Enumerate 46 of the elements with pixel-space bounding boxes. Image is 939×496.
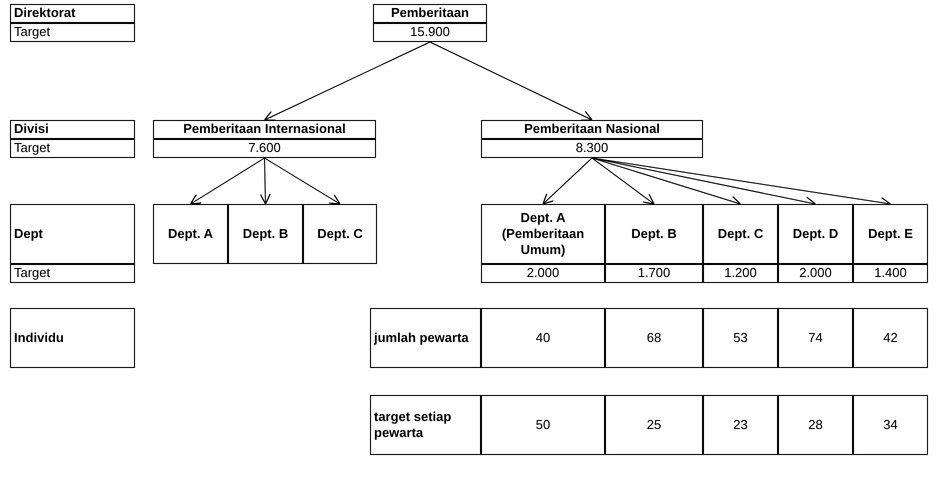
level-heading: Individu — [10, 308, 135, 368]
count-value: 25 — [605, 395, 703, 455]
count-value: 68 — [605, 308, 703, 368]
unit-name: Pemberitaan Internasional — [153, 120, 376, 139]
arrow — [430, 42, 593, 121]
unit-name: Dept. C — [303, 204, 377, 264]
unit-name: Pemberitaan — [373, 4, 487, 23]
arrow — [542, 158, 592, 205]
level-heading: jumlah pewarta — [370, 308, 481, 368]
count-value: 74 — [778, 308, 853, 368]
count-value: 34 — [853, 395, 928, 455]
target-value: 2.000 — [778, 264, 853, 283]
target-value: 1.400 — [853, 264, 928, 283]
unit-name: Dept. A (Pemberitaan Umum) — [481, 204, 605, 264]
arrow — [190, 158, 265, 205]
unit-name: Dept. C — [703, 204, 778, 264]
count-value: 23 — [703, 395, 778, 455]
target-value: 2.000 — [481, 264, 605, 283]
unit-name: Dept. D — [778, 204, 853, 264]
unit-name: Dept. E — [853, 204, 928, 264]
target-label: Target — [10, 139, 135, 158]
target-value: 7.600 — [153, 139, 376, 158]
unit-name: Dept. A — [153, 204, 228, 264]
count-value: 53 — [703, 308, 778, 368]
target-label: Target — [10, 23, 135, 42]
unit-name: Pemberitaan Nasional — [481, 120, 703, 139]
level-heading: Divisi — [10, 120, 135, 139]
target-value: 15.900 — [373, 23, 487, 42]
target-label: Target — [10, 264, 135, 283]
unit-name: Dept. B — [228, 204, 303, 264]
level-heading: target setiap pewarta — [370, 395, 481, 455]
unit-name: Dept. B — [605, 204, 703, 264]
level-heading: Direktorat — [10, 4, 135, 23]
arrow — [260, 158, 271, 205]
arrow — [264, 158, 341, 205]
target-value: 1.700 — [605, 264, 703, 283]
count-value: 50 — [481, 395, 605, 455]
count-value: 40 — [481, 308, 605, 368]
target-value: 8.300 — [481, 139, 703, 158]
target-value: 1.200 — [703, 264, 778, 283]
arrow — [264, 42, 430, 121]
count-value: 28 — [778, 395, 853, 455]
level-heading: Dept — [10, 204, 135, 264]
arrow — [592, 158, 655, 205]
count-value: 42 — [853, 308, 928, 368]
arrow — [592, 158, 742, 206]
